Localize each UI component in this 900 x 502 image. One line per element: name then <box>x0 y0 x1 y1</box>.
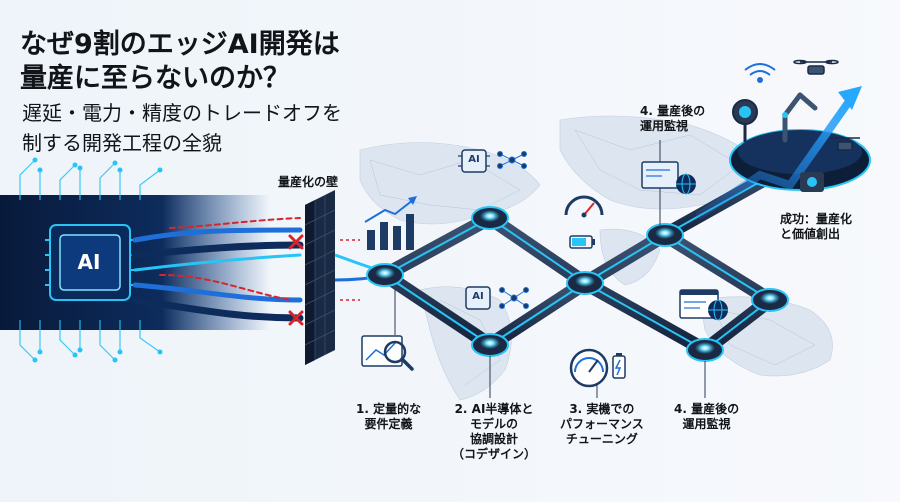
ai-chip-icon <box>465 286 491 310</box>
step-label-4: 4. 量産後の 運用監視 <box>674 402 740 431</box>
goal-label: 成功：量産化 と価値創出 <box>780 212 853 241</box>
circuit-board <box>0 157 270 363</box>
node-center <box>566 271 604 295</box>
magnifier-chart-icon <box>361 335 414 371</box>
node-top-2 <box>646 223 684 247</box>
top-step-label: 4. 量産後の 運用監視 <box>640 104 706 133</box>
ai-chip-icon-label: AI <box>472 291 484 302</box>
blocked-x-icon <box>288 310 304 326</box>
ai-chip-label: AI <box>77 250 101 274</box>
page-subtitle: 遅延・電力・精度のトレードオフを 制する開発工程の全貌 <box>22 101 342 155</box>
wall-label: 量産化の壁 <box>278 175 339 189</box>
node-right <box>751 288 789 312</box>
robot-arm-icon <box>782 92 818 143</box>
battery-icon <box>569 235 595 249</box>
node-bottom-1 <box>471 333 509 357</box>
page-title: なぜ9割のエッジAI開発は 量産に至らないのか？ <box>20 29 340 94</box>
neural-network-icon <box>497 151 527 169</box>
ai-chip-icon <box>45 224 135 301</box>
mass-production-wall <box>304 190 336 365</box>
speedometer-icon <box>569 348 609 388</box>
speedometer-icon <box>564 195 604 218</box>
node-top-1 <box>471 206 509 230</box>
battery-icon <box>612 353 626 379</box>
drone-icon <box>830 137 860 151</box>
drone-icon <box>793 59 839 75</box>
ai-chip-icon-label: AI <box>468 154 480 165</box>
blocked-x-icon <box>288 234 304 250</box>
camera-icon <box>800 172 824 192</box>
bar-chart-icon <box>364 196 417 250</box>
step-label-2: 2. AI半導体と モデルの 協調設計 （コデザイン） <box>452 402 537 461</box>
camera-icon <box>732 99 758 142</box>
node-start <box>366 263 404 287</box>
step-label-3: 3. 実機での パフォーマンス チューニング <box>560 402 644 446</box>
neural-network-icon <box>499 287 529 309</box>
node-bottom-2 <box>686 338 724 362</box>
step-label-1: 1. 定量的な 要件定義 <box>356 402 422 431</box>
pipeline-nodes <box>366 206 789 362</box>
monitor-globe-icon <box>679 289 728 321</box>
wifi-icon <box>744 63 776 83</box>
data-streams <box>131 217 304 322</box>
trend-arrow-icon <box>696 86 862 219</box>
ai-chip-icon <box>458 149 490 173</box>
monitor-globe-icon <box>641 161 696 195</box>
